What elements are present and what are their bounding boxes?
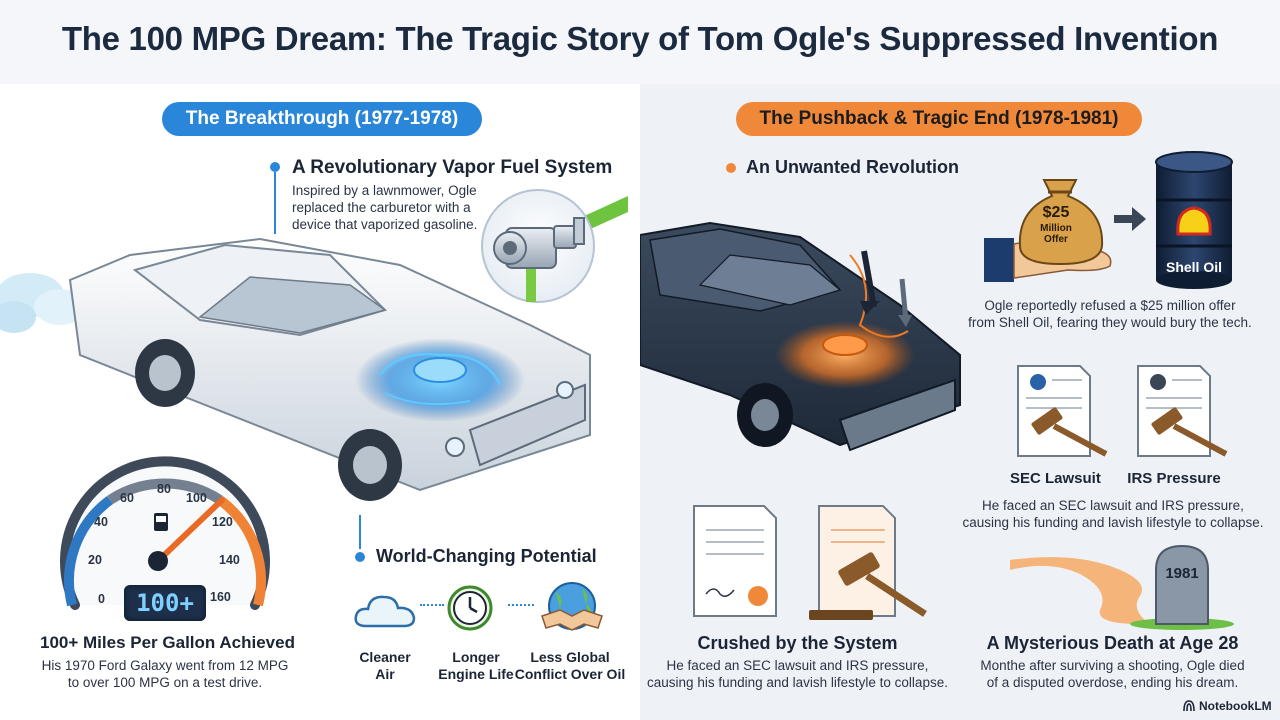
notebooklm-logo-icon bbox=[1183, 700, 1195, 712]
pushback-pill: The Pushback & Tragic End (1978-1981) bbox=[736, 102, 1142, 136]
shell-logo bbox=[1176, 206, 1212, 236]
road-tombstone-illustration bbox=[1010, 544, 1234, 630]
potential-connector bbox=[359, 515, 361, 549]
dark-car-illustration bbox=[640, 221, 961, 452]
vapor-connector bbox=[274, 172, 276, 234]
sec-label: SEC Lawsuit bbox=[1010, 470, 1101, 487]
revolution-bullet bbox=[726, 163, 736, 173]
globe-handshake-icon bbox=[541, 582, 603, 631]
mpg-heading: 100+ Miles Per Gallon Achieved bbox=[40, 633, 295, 652]
death-heading: A Mysterious Death at Age 28 bbox=[986, 633, 1239, 653]
irs-label: IRS Pressure bbox=[1127, 470, 1221, 487]
bag-amount: $25 bbox=[1042, 204, 1070, 221]
white-car-illustration bbox=[0, 237, 591, 501]
vapor-bullet bbox=[270, 162, 280, 172]
gauge-tick-80: 80 bbox=[157, 482, 171, 496]
contract-document-icon bbox=[693, 505, 777, 617]
gauge-needle bbox=[155, 497, 225, 564]
revolution-heading: An Unwanted Revolution bbox=[746, 157, 959, 177]
money-offer-illustration bbox=[984, 179, 1112, 282]
vapor-description: Inspired by a lawnmower, Ogle replaced t… bbox=[292, 183, 478, 232]
gauge-tick-140: 140 bbox=[219, 553, 240, 567]
breakthrough-pill: The Breakthrough (1977-1978) bbox=[162, 102, 482, 136]
gavel-document-icon bbox=[809, 505, 927, 620]
death-description: Monthe after surviving a shooting, Ogle … bbox=[980, 658, 1245, 690]
mpg-gauge bbox=[60, 456, 270, 610]
potential-bullet bbox=[355, 552, 365, 562]
irs-document-icon bbox=[1137, 365, 1228, 457]
gauge-tick-20: 20 bbox=[88, 553, 102, 567]
vapor-heading: A Revolutionary Vapor Fuel System bbox=[292, 157, 613, 178]
oil-barrel-illustration bbox=[1155, 151, 1233, 289]
arrow-right-icon bbox=[1114, 207, 1146, 231]
cloud-icon bbox=[354, 595, 416, 628]
tombstone bbox=[1155, 544, 1209, 625]
sec-document-icon bbox=[1017, 365, 1108, 457]
legal-description: He faced an SEC lawsuit and IRS pressure… bbox=[962, 498, 1264, 530]
tombstone-year: 1981 bbox=[1165, 565, 1199, 582]
gauge-tick-100: 100 bbox=[186, 491, 207, 505]
potential-link-2 bbox=[508, 604, 534, 606]
crushed-description: He faced an SEC lawsuit and IRS pressure… bbox=[647, 658, 948, 690]
gauge-tick-120: 120 bbox=[212, 515, 233, 529]
gauge-display: 100+ bbox=[124, 585, 206, 621]
barrel-label: Shell Oil bbox=[1165, 259, 1222, 275]
gauge-tick-60: 60 bbox=[120, 491, 134, 505]
page-title: The 100 MPG Dream: The Tragic Story of T… bbox=[61, 20, 1219, 57]
potential-heading: World-Changing Potential bbox=[376, 546, 597, 566]
potential-link-1 bbox=[420, 604, 444, 606]
clock-icon bbox=[447, 585, 493, 631]
offer-description: Ogle reportedly refused a $25 million of… bbox=[968, 298, 1252, 330]
gauge-tick-160: 160 bbox=[210, 590, 231, 604]
notebooklm-brand: NotebookLM bbox=[1183, 699, 1272, 713]
gauge-tick-40: 40 bbox=[94, 515, 108, 529]
gauge-tick-0: 0 bbox=[98, 592, 105, 606]
vapor-device-illustration bbox=[481, 189, 628, 303]
crushed-heading: Crushed by the System bbox=[697, 633, 898, 653]
sleeve bbox=[984, 238, 1014, 282]
